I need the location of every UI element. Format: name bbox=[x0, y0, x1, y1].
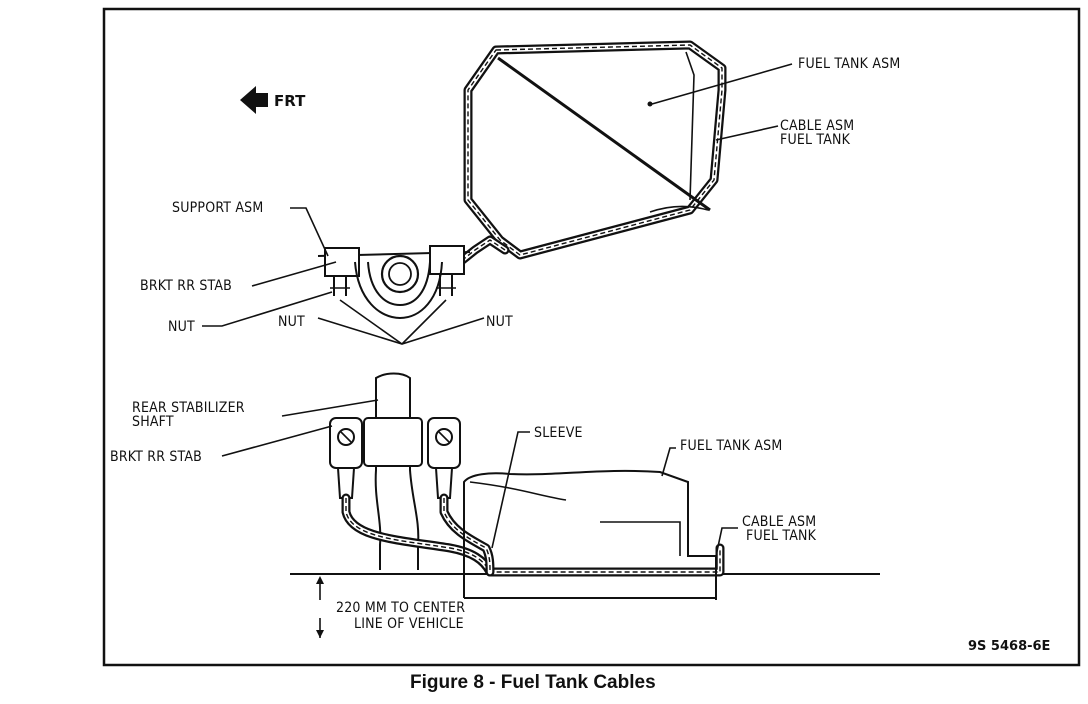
tank-strap-line bbox=[497, 56, 711, 212]
figure-frame bbox=[102, 7, 1081, 667]
label-fuel-tank-asm-bottom: FUEL TANK ASM bbox=[680, 438, 782, 454]
figure-caption: Figure 8 - Fuel Tank Cables bbox=[410, 672, 656, 693]
label-nut-right: NUT bbox=[486, 314, 513, 330]
label-dim-1: 220 MM TO CENTER bbox=[336, 600, 465, 616]
label-frt: FRT bbox=[274, 92, 306, 110]
dimension-arrows bbox=[316, 576, 324, 638]
leader-nut-mid-right bbox=[317, 317, 485, 345]
label-cable-asm-bottom-1: CABLE ASM bbox=[742, 514, 816, 530]
side-view bbox=[221, 372, 880, 638]
label-dim-2: LINE OF VEHICLE bbox=[354, 616, 464, 632]
leader-sleeve bbox=[491, 431, 530, 549]
label-brkt-rr-stab-top: BRKT RR STAB bbox=[140, 278, 232, 294]
tank-center-dot bbox=[647, 101, 653, 107]
leader-cable-top bbox=[715, 125, 779, 141]
support-asm-top bbox=[317, 245, 471, 320]
leader-fuel-tank-top bbox=[651, 63, 793, 105]
fuel-tank-top-outline bbox=[463, 40, 727, 260]
label-cable-asm-top-1: CABLE ASM bbox=[780, 118, 854, 134]
fuel-tank-side bbox=[463, 469, 717, 600]
leader-cable-bottom bbox=[715, 527, 738, 557]
label-rear-stab-2: SHAFT bbox=[132, 414, 174, 430]
leader-rear-stab bbox=[281, 399, 379, 417]
leader-nut-left bbox=[202, 291, 333, 327]
label-nut-mid: NUT bbox=[278, 314, 305, 330]
label-nut-left: NUT bbox=[168, 319, 195, 335]
label-ref-code: 9S 5468-6E bbox=[968, 639, 1050, 654]
stabilizer-shaft bbox=[363, 372, 423, 570]
label-fuel-tank-asm-top: FUEL TANK ASM bbox=[798, 56, 900, 72]
top-view bbox=[202, 40, 793, 345]
leader-fuel-tank-bottom bbox=[661, 447, 676, 477]
label-cable-asm-bottom-2: FUEL TANK bbox=[746, 528, 817, 544]
leader-brkt-bottom bbox=[221, 425, 333, 457]
front-arrow-icon bbox=[240, 86, 268, 114]
leader-support-asm bbox=[290, 207, 329, 257]
label-cable-asm-top-2: FUEL TANK bbox=[780, 132, 851, 148]
label-sleeve: SLEEVE bbox=[534, 425, 583, 441]
brkt-rr-stab-side bbox=[329, 417, 461, 499]
label-support-asm: SUPPORT ASM bbox=[172, 200, 263, 216]
label-brkt-rr-stab-bottom: BRKT RR STAB bbox=[110, 449, 202, 465]
label-rear-stab-1: REAR STABILIZER bbox=[132, 400, 245, 416]
leader-brkt-top bbox=[251, 261, 337, 287]
